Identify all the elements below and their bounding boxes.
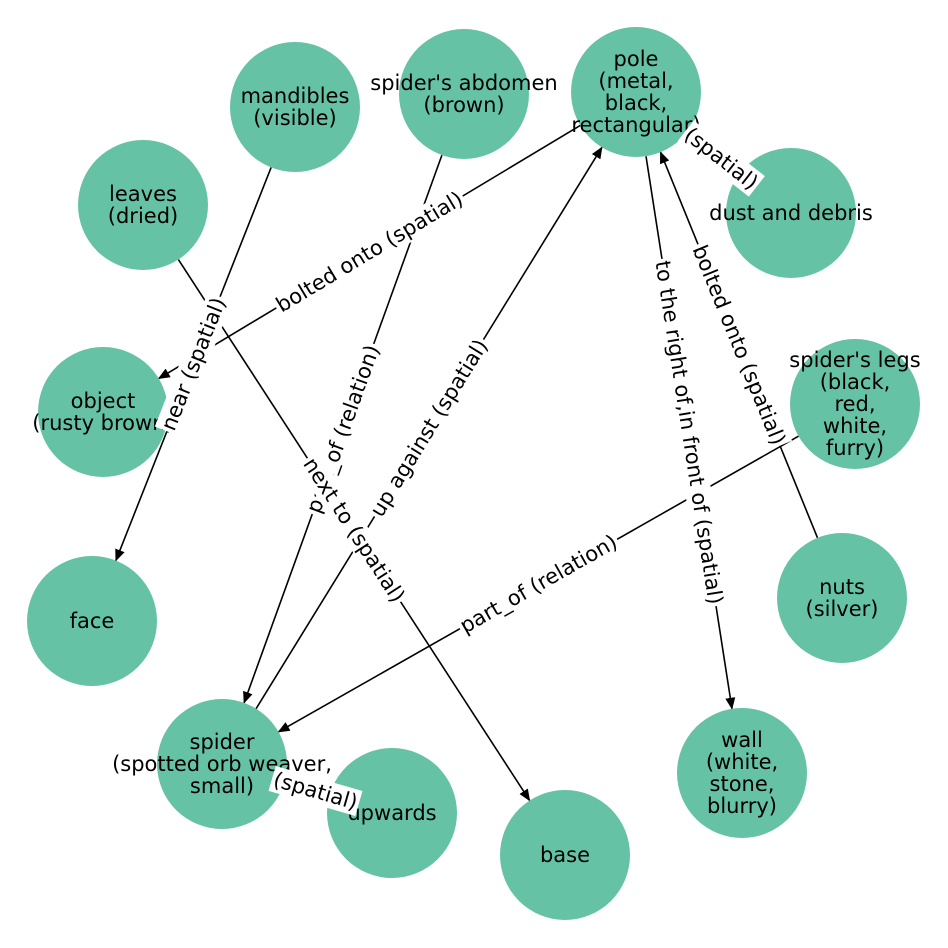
node-label: spider's legs(black,red,white,furry) xyxy=(789,348,920,460)
node-label-line: red, xyxy=(834,392,875,416)
node-label: pole(metal,black,rectangular) xyxy=(571,47,700,137)
edge-label: part_of (relation) xyxy=(456,530,622,639)
node-circle xyxy=(571,27,701,157)
node-label-line: upwards xyxy=(347,801,436,825)
edge-label-background xyxy=(677,120,765,197)
node-label: wall(white,stone,blurry) xyxy=(706,728,778,818)
node-label: dust and debris xyxy=(709,201,873,225)
node-label-line: stone, xyxy=(710,772,775,796)
node-object: object(rusty brown) xyxy=(32,347,174,477)
edge-label-background xyxy=(453,527,625,641)
node-label-line: small) xyxy=(190,774,254,798)
edge-label-group: up against (spatial) xyxy=(363,332,495,524)
node-label: leaves(dried) xyxy=(108,182,178,228)
node-label-line: pole xyxy=(614,47,659,71)
edge-label-background xyxy=(269,184,470,320)
node-leaves: leaves(dried) xyxy=(78,140,208,270)
node-circle xyxy=(777,533,907,663)
node-circle xyxy=(38,347,168,477)
node-upwards: upwards xyxy=(327,748,457,878)
node-label-line: (visible) xyxy=(253,106,337,130)
node-label: nuts(silver) xyxy=(806,575,879,621)
edge-label-group: near (spatial) xyxy=(154,291,233,437)
node-label-line: object xyxy=(71,389,136,413)
node-circle xyxy=(230,42,360,172)
edge-label-group: bolted onto (spatial) xyxy=(269,184,470,320)
nodes-layer: pole(metal,black,rectangular) spider's ab… xyxy=(27,27,921,920)
node-label: face xyxy=(70,609,115,633)
node-label-line: leaves xyxy=(109,182,177,206)
node-label-line: spider's legs xyxy=(789,348,920,372)
node-label-line: (spotted orb weaver, xyxy=(112,752,332,776)
edge-label-group: (spatial) xyxy=(677,120,765,197)
node-base: base xyxy=(500,790,630,920)
node-label-line: spider xyxy=(190,730,255,754)
node-abdomen: spider's abdomen(brown) xyxy=(370,29,558,159)
edge-label-background xyxy=(363,332,495,524)
node-spider: spider(spotted orb weaver,small) xyxy=(112,699,332,829)
node-label-line: white, xyxy=(823,414,887,438)
node-circle xyxy=(157,699,287,829)
edge-label-background xyxy=(685,239,793,451)
node-label-line: nuts xyxy=(819,575,865,599)
node-label-line: face xyxy=(70,609,115,633)
node-pole: pole(metal,black,rectangular) xyxy=(571,27,701,157)
node-nuts: nuts(silver) xyxy=(777,533,907,663)
node-label: object(rusty brown) xyxy=(32,389,173,435)
node-label-line: (white, xyxy=(706,750,778,774)
node-circle xyxy=(399,29,529,159)
node-label: upwards xyxy=(347,801,436,825)
node-label-line: (black, xyxy=(820,370,891,394)
edge-label: near (spatial) xyxy=(156,294,230,434)
node-label-line: blurry) xyxy=(707,794,777,818)
node-label-line: (dried) xyxy=(108,204,178,228)
edge-label: bolted onto (spatial) xyxy=(272,187,467,317)
node-circle xyxy=(327,748,457,878)
node-wall: wall(white,stone,blurry) xyxy=(677,708,807,838)
node-label-line: (metal, xyxy=(598,69,673,93)
node-label-line: (silver) xyxy=(806,597,879,621)
node-circle xyxy=(78,140,208,270)
node-label-line: rectangular) xyxy=(571,113,700,137)
edge-label-background xyxy=(649,256,729,609)
node-label-line: black, xyxy=(605,91,667,115)
node-circle xyxy=(790,339,920,469)
edge-label-background xyxy=(154,291,233,437)
node-label-line: (rusty brown) xyxy=(32,411,173,435)
edge-label-background xyxy=(296,451,412,609)
node-label: base xyxy=(540,843,590,867)
node-circle xyxy=(27,556,157,686)
edge-label-background xyxy=(268,765,363,816)
node-label-line: (brown) xyxy=(423,93,504,117)
node-mandibles: mandibles(visible) xyxy=(230,42,360,172)
node-label-line: mandibles xyxy=(241,84,350,108)
node-label-line: spider's abdomen xyxy=(370,71,557,95)
node-legs: spider's legs(black,red,white,furry) xyxy=(789,339,921,469)
node-label-line: base xyxy=(540,843,590,867)
edge-label: up against (spatial) xyxy=(365,335,492,521)
edge-label-group: part_of (relation) xyxy=(453,527,625,641)
node-label: mandibles(visible) xyxy=(241,84,350,130)
node-circle xyxy=(677,708,807,838)
node-label: spider's abdomen(brown) xyxy=(370,71,557,117)
node-label-line: wall xyxy=(721,728,763,752)
node-face: face xyxy=(27,556,157,686)
edge-label: (spatial) xyxy=(680,123,763,195)
node-circle xyxy=(500,790,630,920)
node-label-line: dust and debris xyxy=(709,201,873,225)
node-label-line: furry) xyxy=(826,436,884,460)
